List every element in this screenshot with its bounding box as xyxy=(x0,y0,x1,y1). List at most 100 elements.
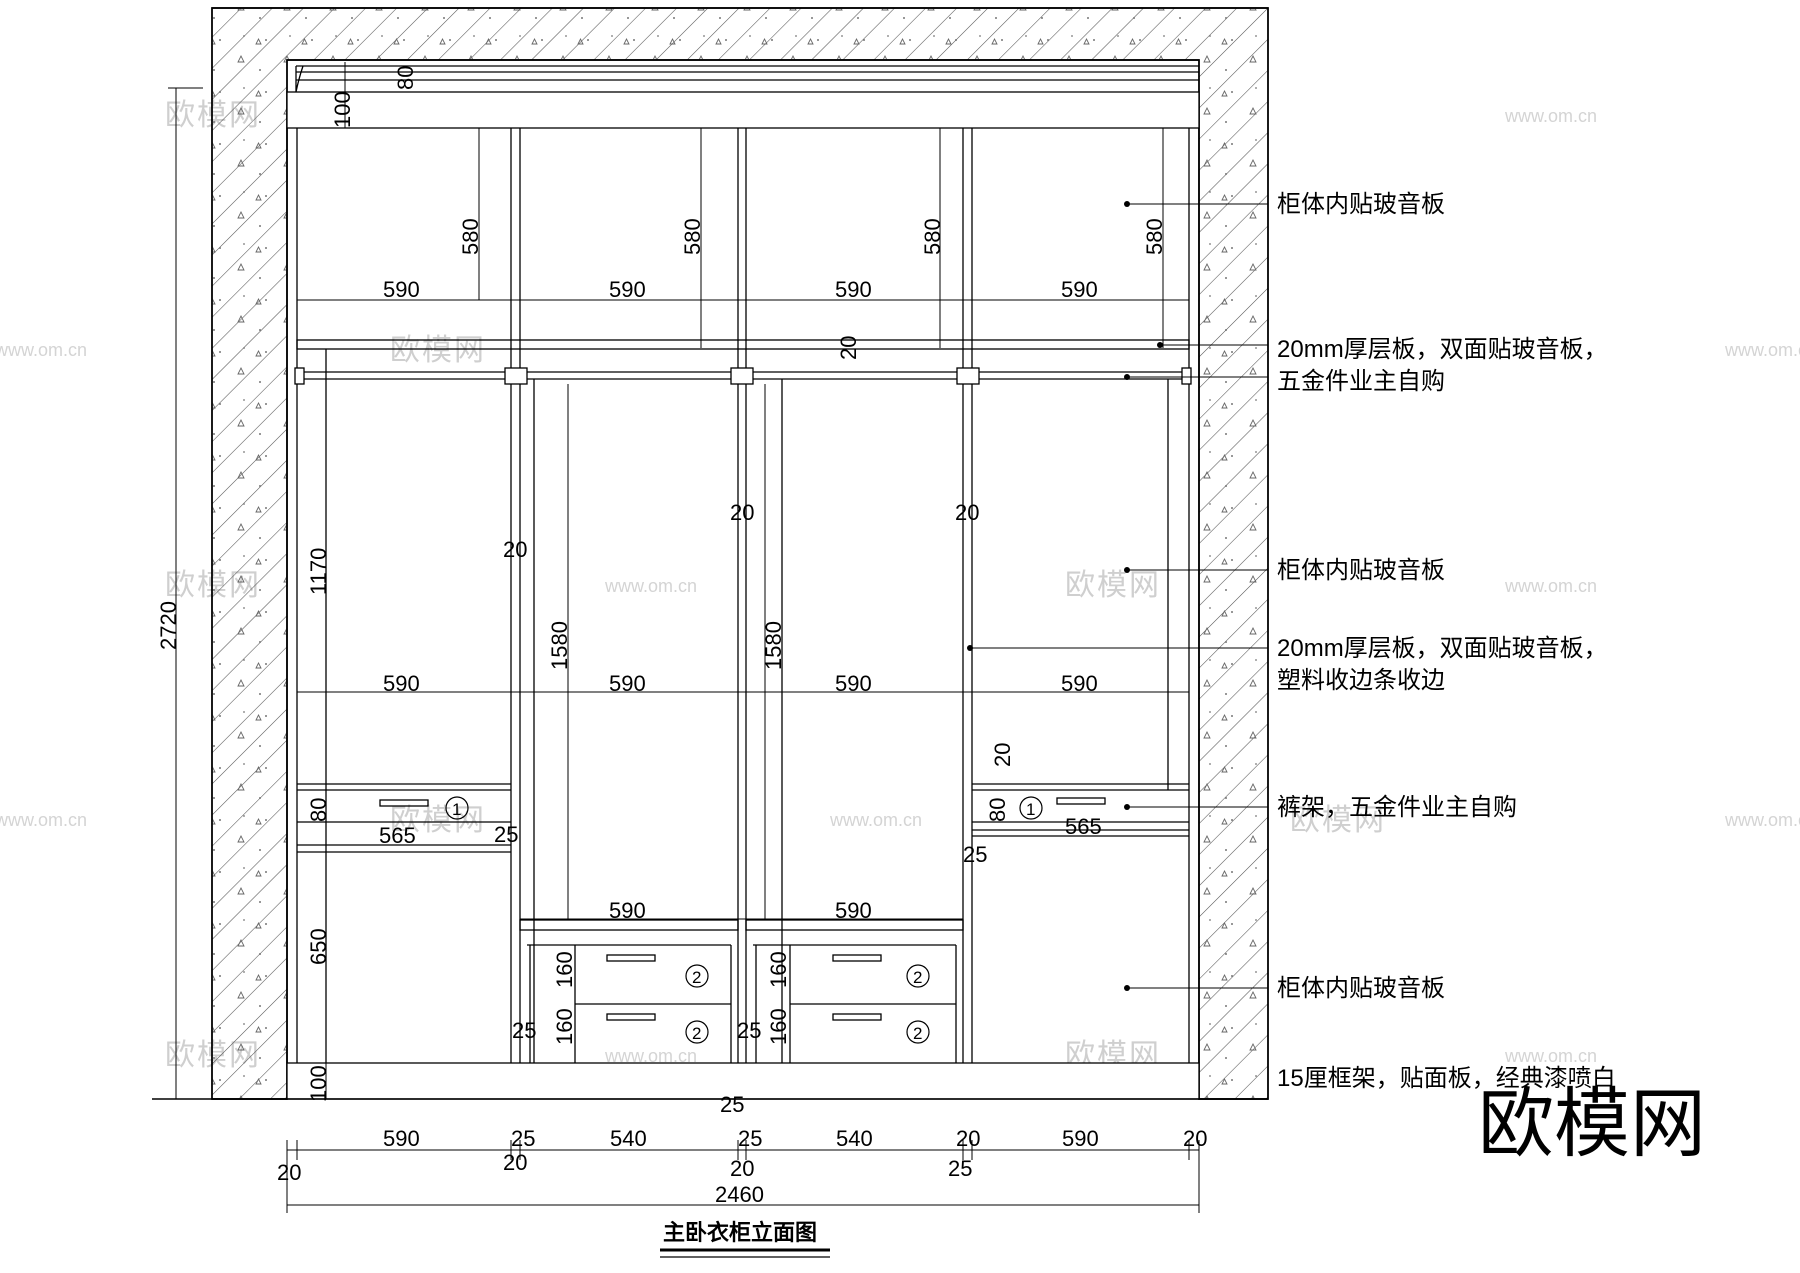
dim-bottom-low: 25 xyxy=(948,1156,972,1181)
dim-upper-height: 580 xyxy=(1142,218,1167,255)
leader-dots xyxy=(967,201,1163,991)
dimension-lines xyxy=(168,62,1268,1213)
dim-mid-width: 590 xyxy=(1061,671,1098,696)
dim-mid-20: 20 xyxy=(955,500,979,525)
dim-mid-20: 20 xyxy=(730,500,754,525)
annotation-hardware: 五金件业主自购 xyxy=(1277,368,1445,395)
brand-logo-text: 欧模网 xyxy=(1478,1082,1706,1167)
dim-upper-width: 590 xyxy=(383,277,420,302)
dim-left-80: 80 xyxy=(306,798,331,822)
markers xyxy=(445,796,1043,1044)
watermark-url: www.om.cn xyxy=(1724,340,1800,360)
drawer-marker xyxy=(906,964,930,988)
dim-upper-height: 580 xyxy=(680,218,705,255)
dim-shelf-thickness: 20 xyxy=(836,336,861,360)
dim-base-25: 25 xyxy=(720,1092,744,1117)
drawer-marker xyxy=(685,964,709,988)
dim-total-width: 2460 xyxy=(715,1182,764,1207)
pants-rack-marker xyxy=(445,796,469,820)
annotation-pants-rack: 裤架，五金件业主自购 xyxy=(1277,794,1517,821)
dim-bottom-segment: 20 xyxy=(956,1126,980,1151)
dim-left-1170: 1170 xyxy=(306,548,331,595)
marker-label: 2 xyxy=(913,968,922,987)
drawing-title: 主卧衣柜立面图 xyxy=(663,1220,817,1245)
dim-bottom-segment: 540 xyxy=(610,1126,647,1151)
drawing-title-block: 主卧衣柜立面图 xyxy=(660,1220,830,1258)
annotations: 柜体内贴玻音板 20mm厚层板，双面贴玻音板， 五金件业主自购 柜体内贴玻音板 … xyxy=(1277,191,1616,1092)
dim-overall-height: 2720 xyxy=(156,601,181,650)
drawer-marker xyxy=(685,1020,709,1044)
horizontal-dimensions: 590 590 590 590 20 20 20 590 590 590 590… xyxy=(277,277,1207,1207)
watermark-url: www.om.cn xyxy=(0,340,87,360)
watermark-url: www.om.cn xyxy=(1504,1046,1597,1066)
marker-label: 2 xyxy=(692,968,701,987)
vertical-dimensions: 2720 80 100 580 580 580 580 20 1170 1580… xyxy=(156,66,1167,1102)
dim-mid-width: 590 xyxy=(835,671,872,696)
dim-drawer-160: 160 xyxy=(552,1008,577,1045)
annotation-acoustic-lining: 柜体内贴玻音板 xyxy=(1277,557,1445,584)
wall-speckle xyxy=(211,7,1269,1100)
dim-mid-width: 590 xyxy=(609,671,646,696)
watermark-brand: 欧模网 xyxy=(1290,804,1386,837)
marker-labels: 1 1 2 2 2 2 xyxy=(452,800,1035,1043)
annotation-edge-trim: 塑料收边条收边 xyxy=(1277,667,1445,694)
annotation-frame-finish: 15厘框架，贴面板，经典漆喷白 xyxy=(1277,1065,1616,1092)
dim-drawer-25: 25 xyxy=(512,1018,536,1043)
drawer-marker xyxy=(906,1020,930,1044)
dim-1580: 1580 xyxy=(761,621,786,670)
dim-top-80: 80 xyxy=(393,66,418,90)
dim-drawer-160: 160 xyxy=(766,951,791,988)
watermark-url: www.om.cn xyxy=(1724,810,1800,830)
wardrobe-body xyxy=(152,65,1268,1100)
wall-hatch xyxy=(211,7,1269,1100)
dim-bottom-segment: 20 xyxy=(1183,1126,1207,1151)
dim-bottom-100: 100 xyxy=(306,1065,331,1102)
annotation-shelf-spec: 20mm厚层板，双面贴玻音板， xyxy=(1277,635,1608,662)
dim-upper-width: 590 xyxy=(835,277,872,302)
marker-label: 2 xyxy=(692,1024,701,1043)
annotation-acoustic-lining: 柜体内贴玻音板 xyxy=(1277,975,1445,1002)
dim-left-565: 565 xyxy=(379,823,416,848)
dim-bottom-segment: 25 xyxy=(511,1126,535,1151)
dim-drawer-25: 25 xyxy=(737,1018,761,1043)
watermark-url: www.om.cn xyxy=(829,810,922,830)
dim-left-25: 25 xyxy=(494,822,518,847)
dim-upper-width: 590 xyxy=(1061,277,1098,302)
watermark-brand: 欧模网 xyxy=(1065,569,1161,602)
annotation-shelf-spec: 20mm厚层板，双面贴玻音板， xyxy=(1277,336,1608,363)
dim-left-650: 650 xyxy=(306,928,331,965)
annotation-acoustic-lining: 柜体内贴玻音板 xyxy=(1277,191,1445,218)
dim-bottom-segment: 590 xyxy=(383,1126,420,1151)
dim-bottom-low: 20 xyxy=(503,1150,527,1175)
dim-1580: 1580 xyxy=(547,621,572,670)
dim-bottom-segment: 590 xyxy=(1062,1126,1099,1151)
marker-label: 1 xyxy=(452,800,461,819)
dim-right-25: 25 xyxy=(963,842,987,867)
watermark-brand: 欧模网 xyxy=(390,334,486,367)
dim-upper-width: 590 xyxy=(609,277,646,302)
marker-label: 1 xyxy=(1026,800,1035,819)
dim-bottom-segment: 25 xyxy=(738,1126,762,1151)
dim-mid-width: 590 xyxy=(383,671,420,696)
watermark-url: www.om.cn xyxy=(1504,106,1597,126)
dim-mid-20: 20 xyxy=(503,537,527,562)
dim-bottom-segment: 540 xyxy=(836,1126,873,1151)
pants-rack-marker xyxy=(1019,796,1043,820)
watermark-url: www.om.cn xyxy=(0,810,87,830)
dim-right-20: 20 xyxy=(990,743,1015,767)
dim-upper-height: 580 xyxy=(920,218,945,255)
dim-drawer-width: 590 xyxy=(835,898,872,923)
dim-drawer-160: 160 xyxy=(552,951,577,988)
dim-drawer-160: 160 xyxy=(766,1008,791,1045)
dim-drawer-width: 590 xyxy=(609,898,646,923)
dim-bottom-low: 20 xyxy=(277,1160,301,1185)
dim-upper-height: 580 xyxy=(458,218,483,255)
marker-label: 2 xyxy=(913,1024,922,1043)
dim-bottom-low: 20 xyxy=(730,1156,754,1181)
wall-section xyxy=(211,7,1269,1100)
dim-right-565: 565 xyxy=(1065,814,1102,839)
dim-right-80: 80 xyxy=(985,798,1010,822)
watermark-url: www.om.cn xyxy=(604,576,697,596)
watermark-url: www.om.cn xyxy=(604,1046,697,1066)
